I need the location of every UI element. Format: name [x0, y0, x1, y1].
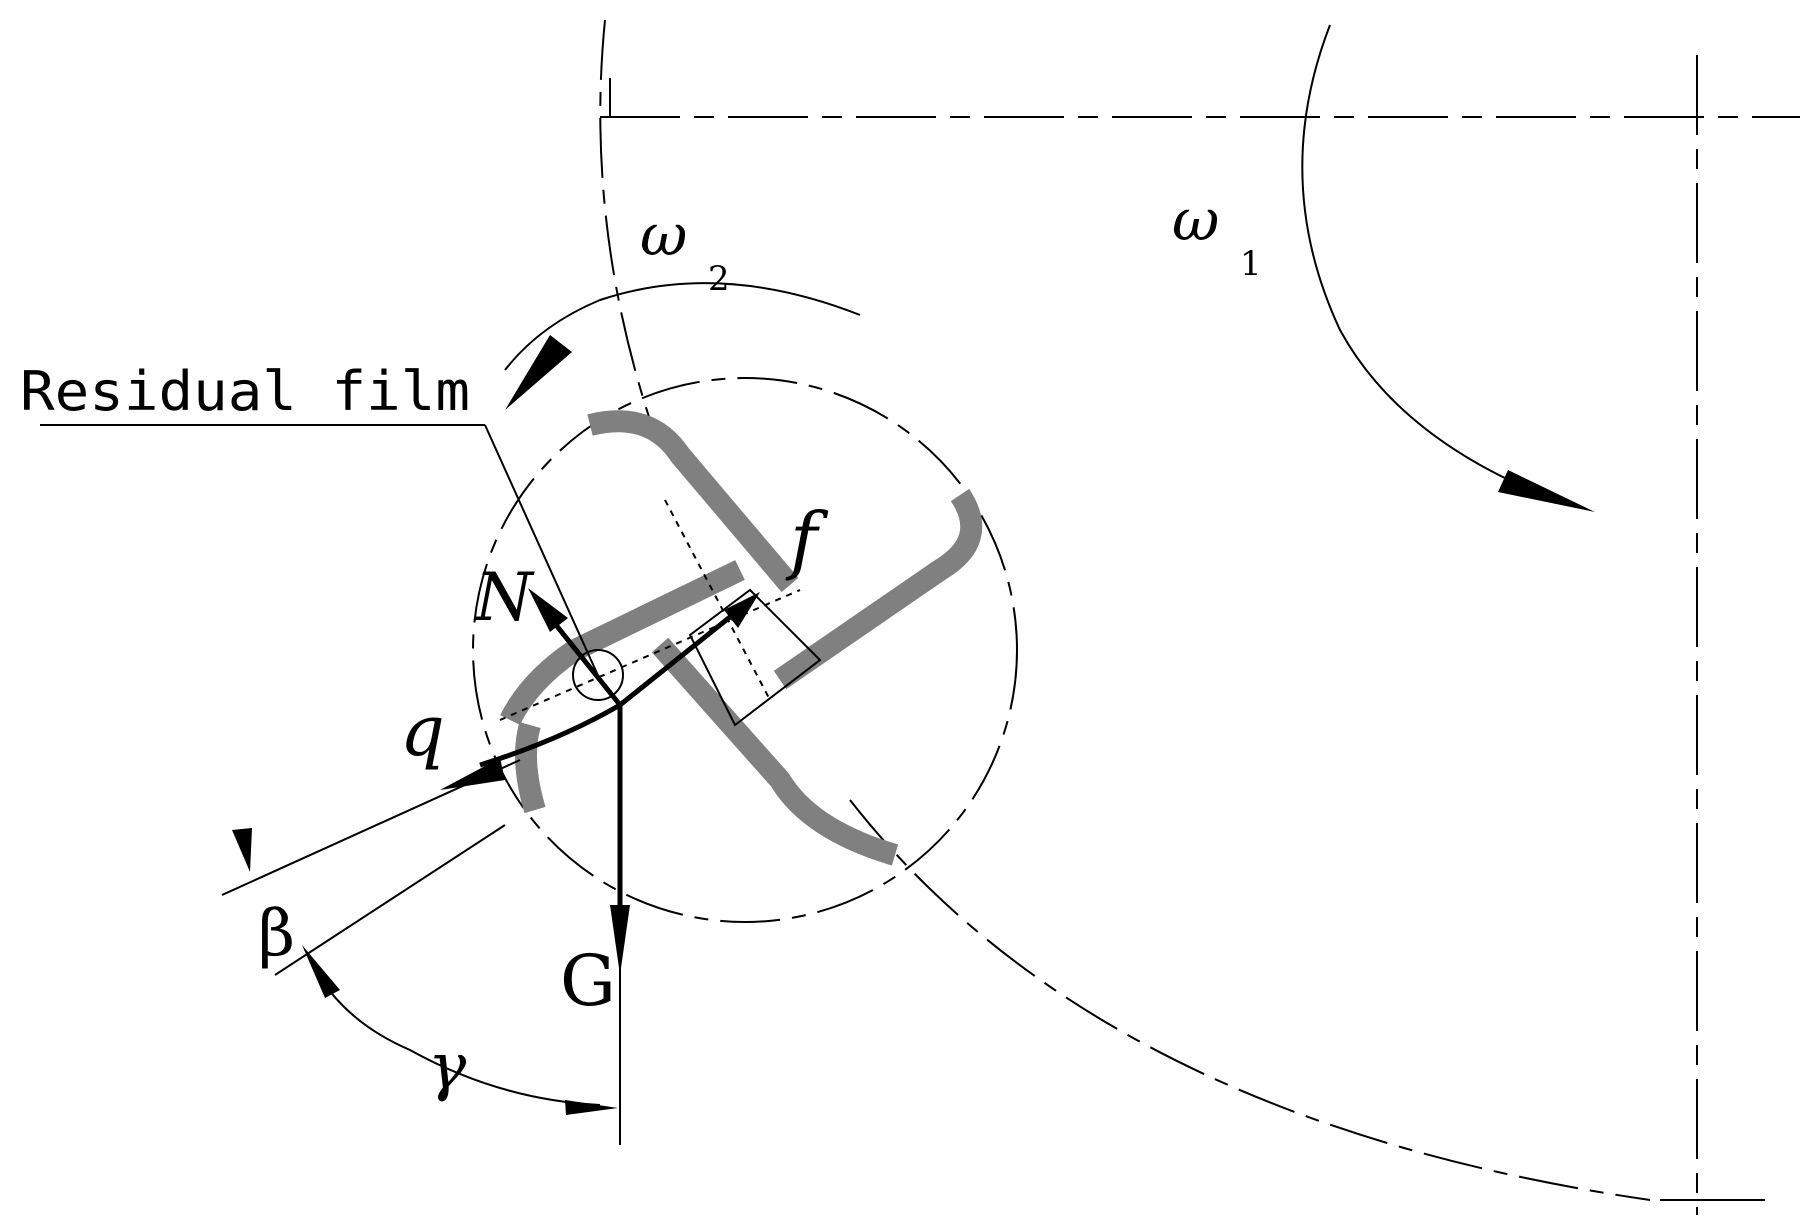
film-point-circle — [572, 649, 624, 701]
f-label: f — [785, 497, 829, 583]
gamma-arrowhead-right — [565, 1100, 618, 1115]
beta-line-inner — [274, 824, 506, 976]
rake-tooth-right — [773, 488, 983, 690]
rake-tooth-tip — [515, 721, 546, 814]
beta-line-outer — [221, 759, 521, 896]
G-label: G — [560, 940, 616, 1022]
omega2-arrowhead — [505, 335, 572, 410]
beta-label: β — [258, 897, 295, 971]
gamma-arc — [309, 959, 601, 1106]
residual-film-label: Residual film — [20, 360, 470, 423]
omega2-label: ω — [640, 201, 687, 269]
omega1-arc — [1301, 24, 1556, 501]
residual-film-leader — [484, 424, 601, 681]
rake-tooth-lower — [651, 637, 899, 866]
force-f-arrow — [618, 603, 747, 707]
omega2-arc — [504, 282, 861, 371]
inner-square — [688, 588, 822, 727]
gamma-arrowhead-left — [302, 945, 340, 998]
main-drum-arc — [599, 19, 651, 421]
rake-tooth-crossbar — [500, 560, 745, 726]
gamma-label: γ — [428, 1030, 467, 1104]
tooth-circle — [472, 377, 1018, 923]
q-label: q — [400, 690, 445, 772]
force-f-arrowhead — [724, 592, 760, 628]
main-drum-lower-arc — [849, 799, 1651, 1201]
omega1-subscript: 1 — [1240, 244, 1262, 284]
N-label: N — [473, 559, 535, 636]
force-N-arrowhead — [528, 588, 568, 632]
omega1-label: ω — [1172, 186, 1219, 254]
beta-tick-mark — [232, 828, 252, 872]
omega1-arrowhead — [1498, 470, 1595, 512]
rake-tooth-upper — [587, 410, 799, 593]
tooth-guide-line-2 — [664, 499, 771, 701]
omega2-subscript: 2 — [708, 259, 730, 299]
force-q-arrowhead — [440, 758, 505, 790]
